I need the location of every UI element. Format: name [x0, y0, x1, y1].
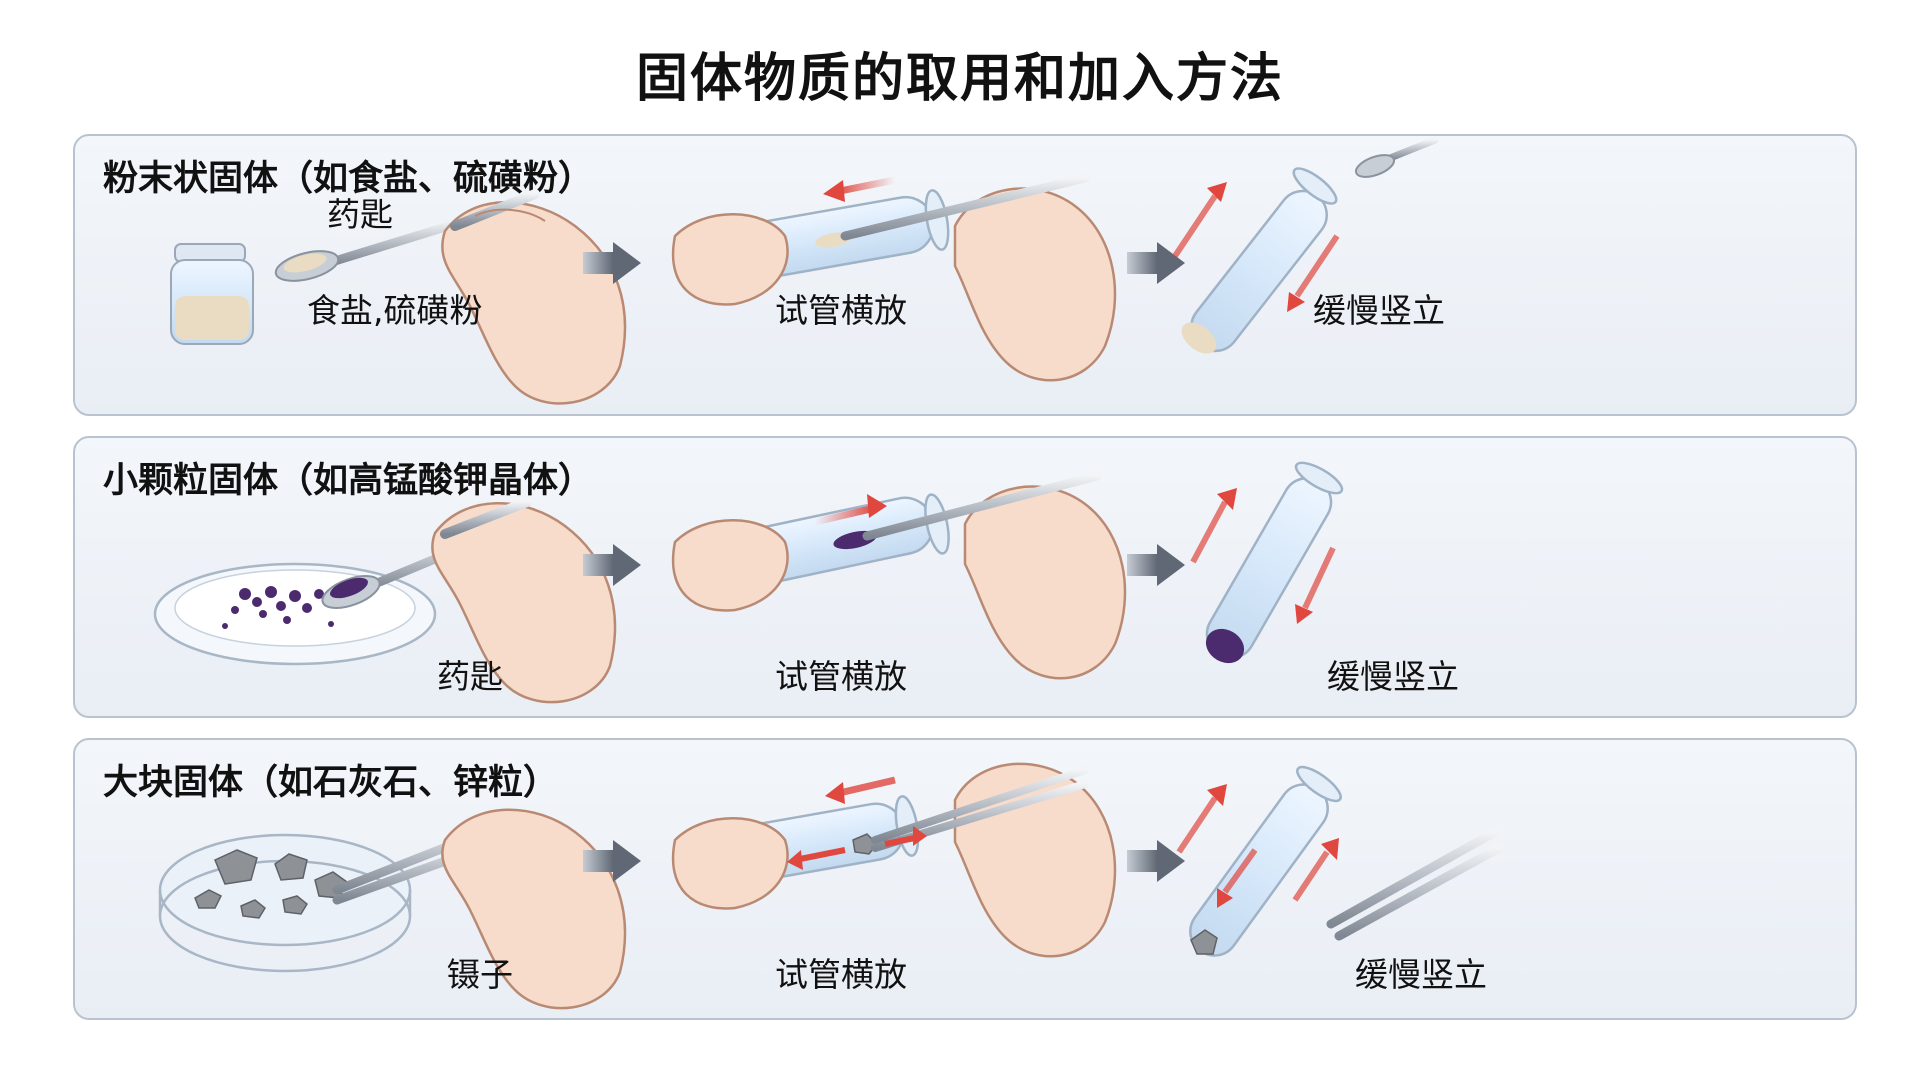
panel-crystals: 小颗粒固体（如高锰酸钾晶体） — [73, 436, 1857, 718]
arrow-right-icon — [1127, 840, 1185, 882]
powder-scene — [75, 136, 1857, 416]
tool-label: 镊子 — [447, 948, 513, 996]
step3-label: 缓慢竖立 — [1313, 284, 1445, 332]
tweezers-icon — [1331, 832, 1499, 936]
step2-label: 试管横放 — [775, 284, 907, 332]
jar-icon — [171, 244, 253, 344]
step3-label: 缓慢竖立 — [1355, 948, 1487, 996]
step2-label: 试管横放 — [775, 948, 907, 996]
motion-arrow-icon — [823, 180, 895, 202]
dish-icon — [160, 835, 410, 971]
tool-label: 药匙 — [437, 650, 503, 698]
tool-label: 药匙 — [327, 188, 393, 236]
arrow-right-icon — [1127, 242, 1185, 284]
arrow-right-icon — [1127, 544, 1185, 586]
chunk-scene — [75, 740, 1857, 1020]
panel-powder: 粉末状固体（如食盐、硫磺粉） — [73, 134, 1857, 416]
page-title: 固体物质的取用和加入方法 — [0, 36, 1920, 111]
step2-label: 试管横放 — [775, 650, 907, 698]
panel-chunks: 大块固体（如石灰石、锌粒） — [73, 738, 1857, 1020]
crystal-scene — [75, 438, 1857, 718]
spoon-icon — [1353, 140, 1435, 181]
step3-label: 缓慢竖立 — [1327, 650, 1459, 698]
material-label: 食盐,硫磺粉 — [307, 284, 483, 332]
